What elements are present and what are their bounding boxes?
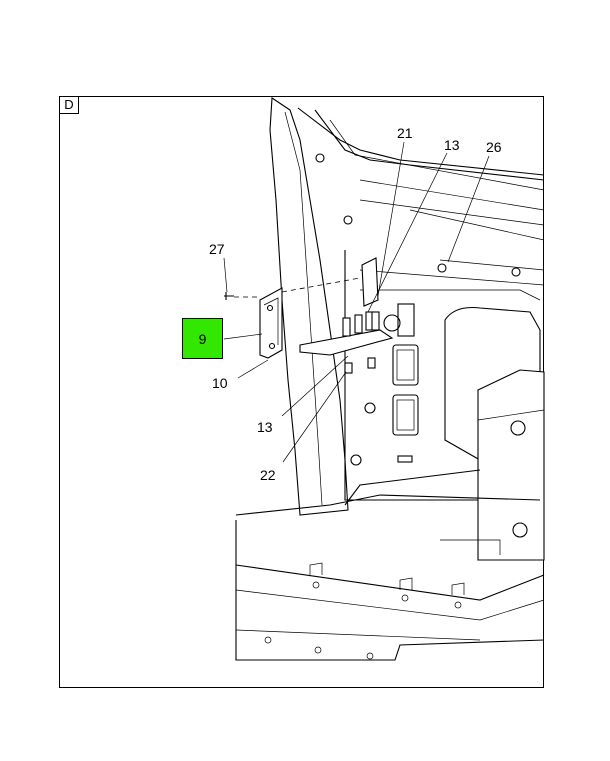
callout-9-highlighted[interactable]: 9 <box>182 318 223 359</box>
callout-13-bottom: 13 <box>257 419 273 435</box>
callout-22: 22 <box>260 467 276 483</box>
callout-26: 26 <box>486 139 502 155</box>
callout-21: 21 <box>397 125 413 141</box>
callout-13-top: 13 <box>444 137 460 153</box>
view-label: D <box>60 97 79 114</box>
callout-10: 10 <box>212 375 228 391</box>
callout-27: 27 <box>209 241 225 257</box>
